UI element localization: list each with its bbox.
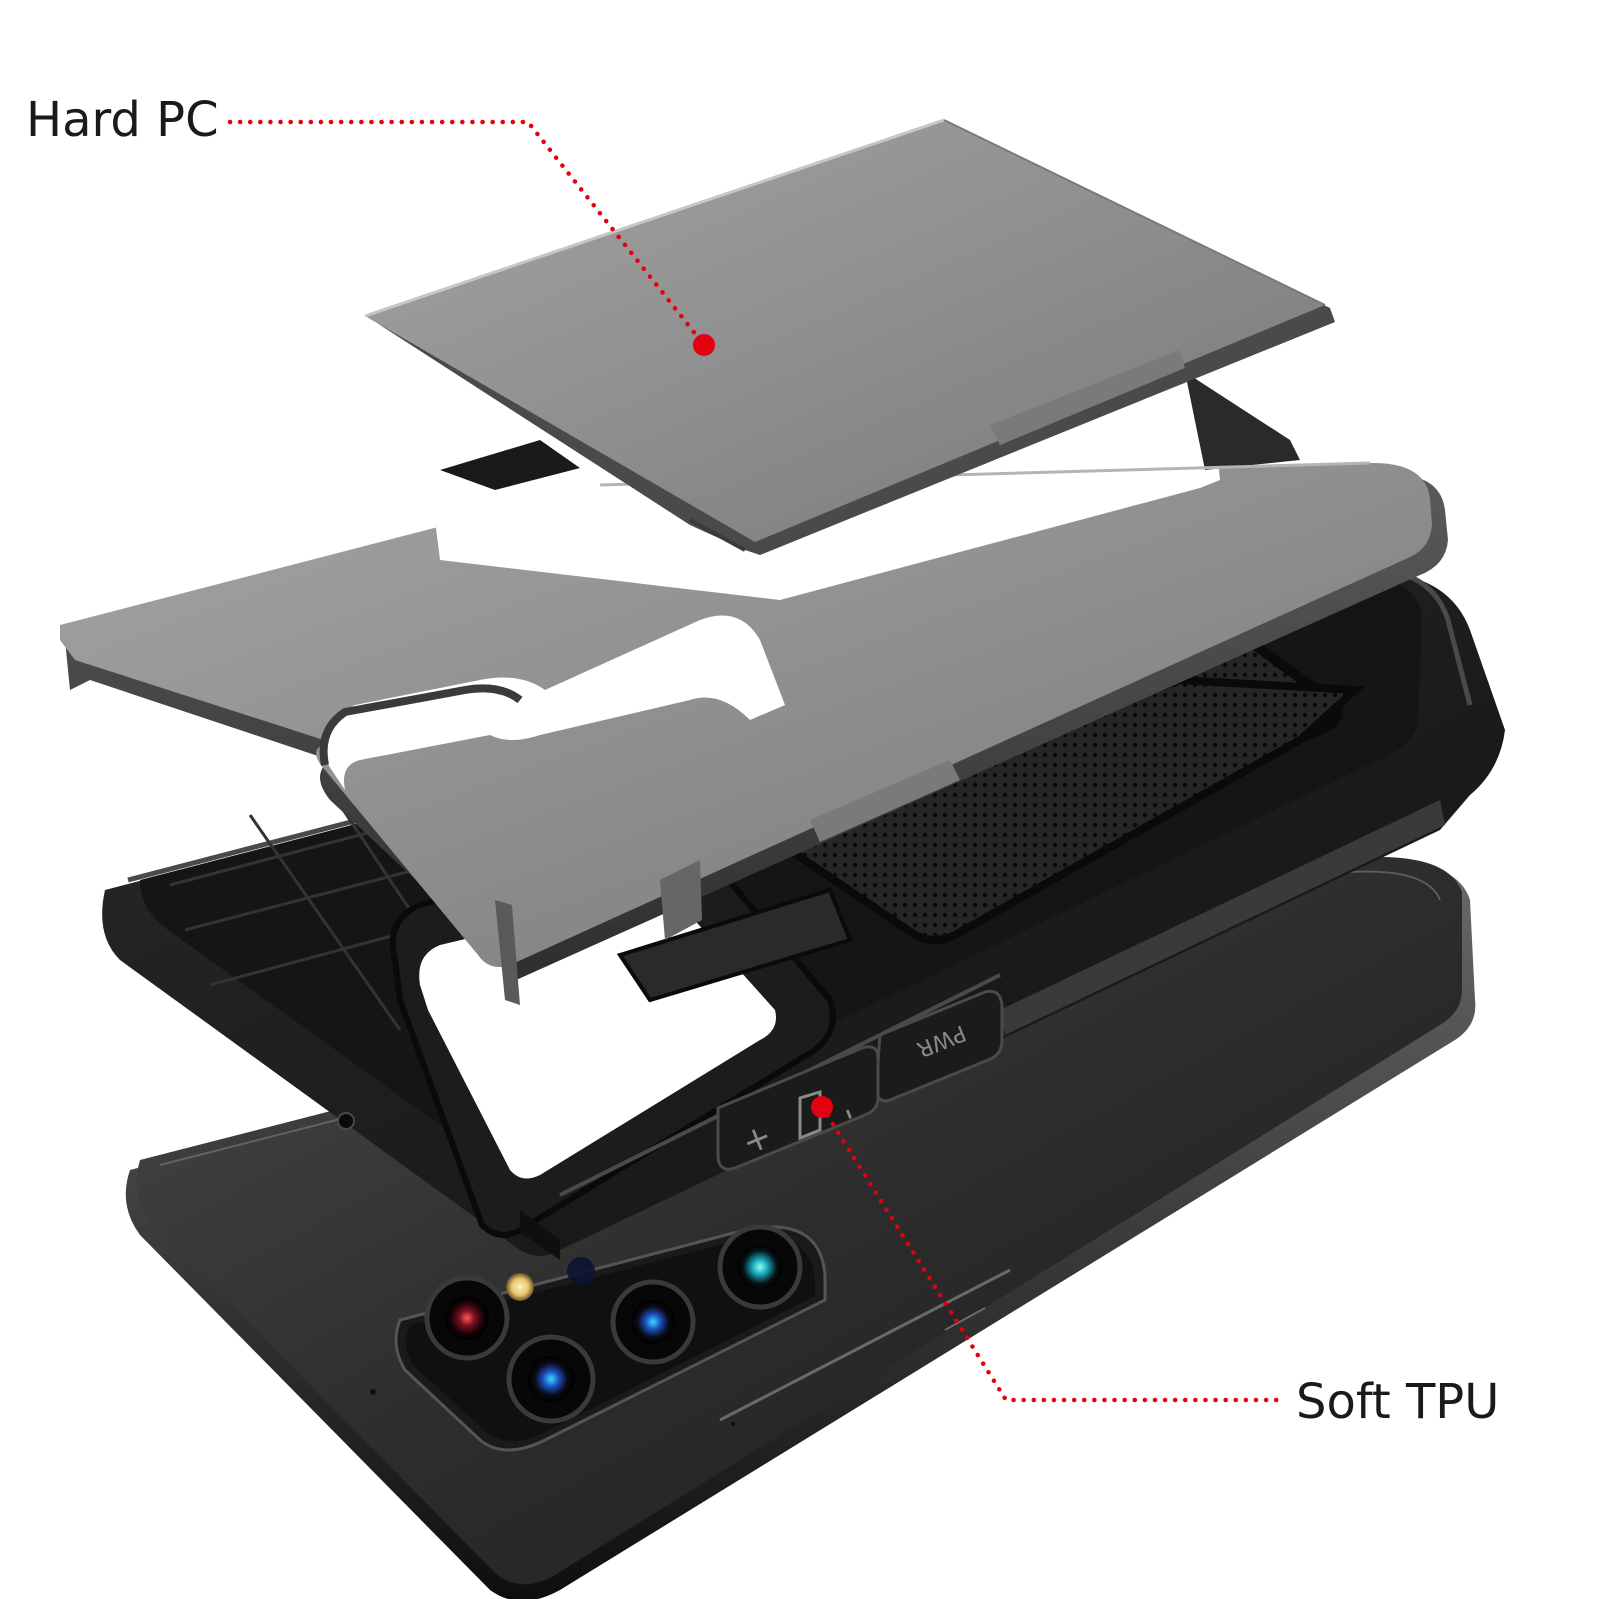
camera-lens-icon (424, 1275, 510, 1361)
hard-pc-card-cover (364, 118, 1335, 555)
soft-tpu-label: Soft TPU (1296, 1374, 1500, 1430)
camera-lens-icon (610, 1279, 696, 1365)
hard-pc-callout-line (227, 119, 715, 356)
phone (125, 857, 1476, 1599)
flash-icon (506, 1273, 534, 1301)
soft-tpu-callout-dot (811, 1096, 833, 1118)
hard-pc-label: Hard PC (26, 92, 219, 148)
soft-tpu-callout-line (811, 1096, 1283, 1403)
camera-lens-icon (506, 1334, 596, 1424)
camera-module (394, 1224, 827, 1452)
hard-pc-callout-dot (693, 334, 715, 356)
power-button[interactable]: PWR (874, 989, 1004, 1103)
camera-lens-icon (717, 1224, 803, 1310)
